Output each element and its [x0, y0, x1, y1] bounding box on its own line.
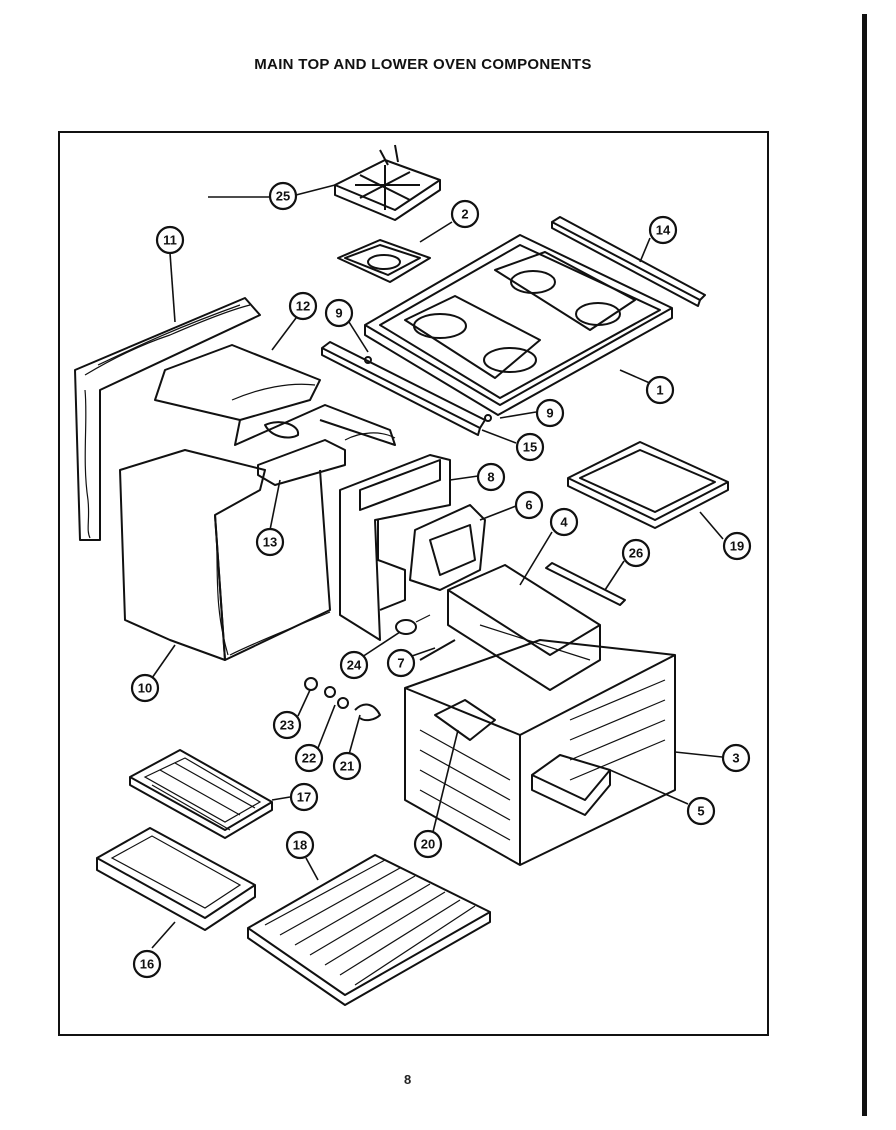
callout-20: 20 — [413, 829, 443, 859]
callout-10: 10 — [130, 673, 160, 703]
callout-12: 12 — [288, 291, 318, 321]
svg-text:19: 19 — [730, 539, 744, 554]
diagram-frame — [58, 131, 769, 1036]
callout-19: 19 — [722, 531, 752, 561]
callout-5: 5 — [686, 796, 716, 826]
callout-21: 21 — [332, 751, 362, 781]
igniter-part — [395, 614, 431, 635]
page-title: MAIN TOP AND LOWER OVEN COMPONENTS — [254, 56, 592, 73]
svg-text:6: 6 — [525, 498, 532, 513]
svg-text:10: 10 — [138, 681, 152, 696]
svg-text:13: 13 — [263, 535, 277, 550]
callout-14: 14 — [648, 215, 678, 245]
top-rear-rail-part — [551, 216, 706, 307]
leader-lines — [151, 184, 724, 949]
side-rail-part — [545, 562, 626, 606]
page-number: 8 — [404, 1072, 412, 1087]
svg-text:23: 23 — [280, 718, 294, 733]
svg-text:7: 7 — [397, 656, 404, 671]
svg-text:5: 5 — [697, 804, 704, 819]
cooktop-part — [364, 234, 673, 416]
callout-2: 2 — [450, 199, 480, 229]
callout-1: 1 — [645, 375, 675, 405]
callout-17: 17 — [289, 782, 319, 812]
callout-8: 8 — [476, 462, 506, 492]
callout-26: 26 — [621, 538, 651, 568]
svg-text:9: 9 — [546, 406, 553, 421]
callout-11: 11 — [155, 225, 185, 255]
side-insulation-part — [74, 297, 261, 541]
svg-text:25: 25 — [276, 189, 290, 204]
callout-15: 15 — [515, 432, 545, 462]
vent-panel-part — [339, 454, 451, 641]
oven-rack-part — [247, 854, 491, 1006]
broiler-grid-part — [129, 749, 273, 839]
callout-13: 13 — [255, 527, 285, 557]
svg-text:8: 8 — [487, 470, 494, 485]
svg-text:3: 3 — [732, 751, 739, 766]
svg-text:18: 18 — [293, 838, 307, 853]
baffle-part — [409, 504, 486, 591]
broiler-pan-part — [96, 827, 256, 931]
callout-7: 7 — [386, 648, 416, 678]
callout-9-bottom: 9 — [535, 398, 565, 428]
svg-text:4: 4 — [560, 515, 568, 530]
svg-text:1: 1 — [656, 383, 663, 398]
callout-25: 25 — [268, 181, 298, 211]
svg-text:20: 20 — [421, 837, 435, 852]
callout-9-top: 9 — [324, 298, 354, 328]
callout-23: 23 — [272, 710, 302, 740]
oven-cavity-part — [404, 639, 676, 866]
svg-text:16: 16 — [140, 957, 154, 972]
svg-text:12: 12 — [296, 299, 310, 314]
svg-text:24: 24 — [347, 658, 362, 673]
callout-18: 18 — [285, 830, 315, 860]
callout-3: 3 — [721, 743, 751, 773]
insulation-block-part — [257, 421, 346, 486]
callout-16: 16 — [132, 949, 162, 979]
svg-text:14: 14 — [656, 223, 671, 238]
burner-bowl-part — [337, 239, 431, 283]
svg-text:17: 17 — [297, 790, 311, 805]
callout-24: 24 — [339, 650, 369, 680]
callout-6: 6 — [514, 490, 544, 520]
svg-text:21: 21 — [340, 759, 354, 774]
oven-bottom-panel-part — [567, 441, 729, 529]
front-trim-strip-part — [321, 341, 492, 436]
svg-text:11: 11 — [163, 233, 177, 248]
burner-grate-part — [334, 144, 441, 221]
svg-text:22: 22 — [302, 751, 316, 766]
svg-text:26: 26 — [629, 546, 643, 561]
thermostat-bulb-part — [419, 639, 456, 661]
callout-22: 22 — [294, 743, 324, 773]
small-fittings-parts — [304, 677, 381, 722]
svg-text:2: 2 — [461, 207, 468, 222]
page-edge-bar — [862, 14, 867, 1116]
svg-text:15: 15 — [523, 440, 537, 455]
drip-pan-part — [531, 754, 611, 816]
top-insulation-part — [154, 344, 396, 446]
svg-text:9: 9 — [335, 306, 342, 321]
callout-4: 4 — [549, 507, 579, 537]
oven-insulation-part — [119, 449, 331, 661]
